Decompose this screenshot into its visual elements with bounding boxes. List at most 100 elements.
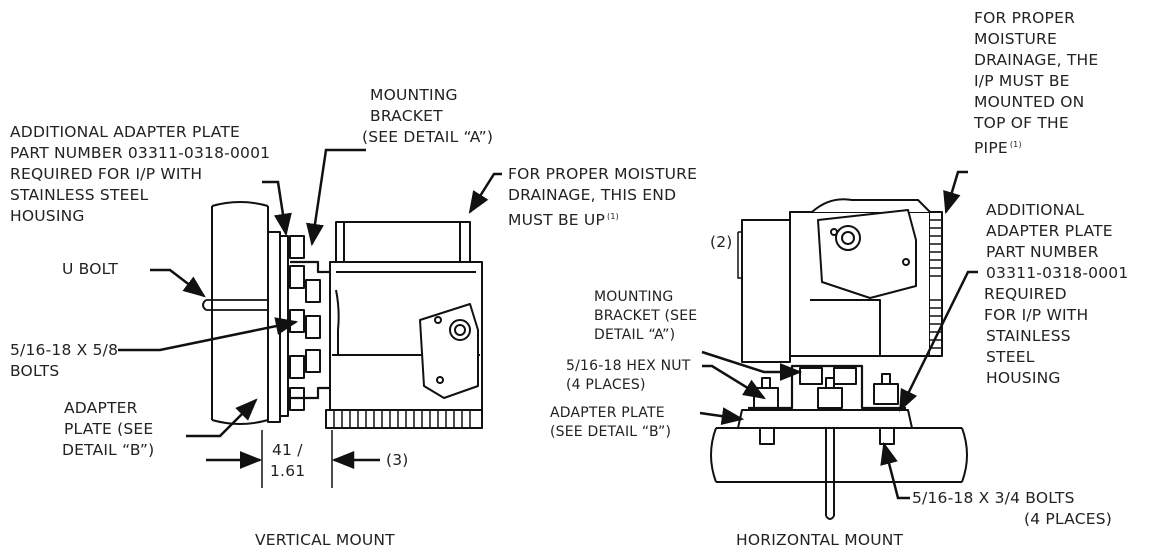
u-bolt-label: U BOLT xyxy=(62,259,118,280)
horizontal-bolts-label: 5/16-18 X 3/4 BOLTS (4 PLACES) xyxy=(912,488,1112,530)
horizontal-fins xyxy=(930,219,942,349)
leader-u-bolt xyxy=(150,268,206,298)
text-line: (2) xyxy=(710,233,733,251)
footnote-ref: (1) xyxy=(607,212,619,221)
vertical-mount-drawing xyxy=(202,201,483,488)
horizontal-mount-drawing xyxy=(710,198,968,520)
text-line: STAINLESS xyxy=(986,327,1071,345)
text-line: 41 / xyxy=(272,441,303,459)
leader-h-additional-adapter xyxy=(898,270,978,413)
vertical-ip-housing xyxy=(325,221,483,429)
vertical-fins xyxy=(333,410,471,428)
text-line: HOUSING xyxy=(10,207,85,225)
text-line: FOR I/P WITH xyxy=(984,306,1089,324)
horizontal-drainage-label: FOR PROPER MOISTURE DRAINAGE, THE I/P MU… xyxy=(974,8,1098,159)
horizontal-mount-caption: HORIZONTAL MOUNT xyxy=(736,530,903,551)
leader-h-adapter-plate xyxy=(699,407,745,426)
text-line: BRACKET xyxy=(370,107,443,125)
text-line: 5/16-18 X 3/4 BOLTS xyxy=(912,489,1075,507)
text-line: (4 PLACES) xyxy=(1023,510,1112,528)
text-line: DETAIL “A”) xyxy=(594,327,676,343)
text-line: MOUNTING xyxy=(594,289,674,305)
horizontal-mounting-bracket-label: MOUNTING BRACKET (SEE DETAIL “A”) xyxy=(594,288,697,345)
horizontal-mounting-bracket xyxy=(748,364,906,410)
text-line: (SEE DETAIL “A”) xyxy=(362,128,494,146)
mounting-bracket-label: MOUNTING BRACKET (SEE DETAIL “A”) xyxy=(362,85,493,148)
text-line: MUST BE UP xyxy=(508,211,605,229)
text-line: HORIZONTAL MOUNT xyxy=(736,531,904,549)
text-line: BOLTS xyxy=(10,362,60,380)
text-line: PART NUMBER xyxy=(986,243,1099,261)
text-line: PIPE(1) xyxy=(974,134,1098,159)
leader-adapter-plate xyxy=(186,398,258,438)
dimension-label: 41 / 1.61 xyxy=(270,440,306,482)
leader-additional-adapter xyxy=(262,180,292,237)
leader-h-hex-nut xyxy=(702,364,766,400)
text-line: TOP OF THE xyxy=(974,114,1069,132)
vertical-drainage-label: FOR PROPER MOISTURE DRAINAGE, THIS END M… xyxy=(508,164,697,231)
vertical-mounting-bracket xyxy=(290,260,332,400)
text-line: HOUSING xyxy=(986,369,1061,387)
horizontal-additional-adapter-label: ADDITIONAL ADAPTER PLATE PART NUMBER 033… xyxy=(984,200,1129,389)
text-line: I/P MUST BE xyxy=(974,72,1070,90)
text-line: (SEE DETAIL “B”) xyxy=(550,424,672,440)
bracket-2 xyxy=(737,231,742,279)
vertical-leaders xyxy=(118,148,502,469)
text-line: STEEL xyxy=(986,348,1035,366)
text-line: PART NUMBER 03311-0318-0001 xyxy=(10,144,271,162)
text-line: BRACKET (SEE xyxy=(594,308,698,324)
horizontal-leaders xyxy=(699,170,978,500)
horizontal-ip-housing xyxy=(741,198,943,363)
text-line: VERTICAL MOUNT xyxy=(255,531,395,549)
leader-bolts xyxy=(118,317,299,352)
text-line: (3) xyxy=(386,451,409,469)
horizontal-nuts xyxy=(753,373,899,445)
text-line: STAINLESS STEEL xyxy=(10,186,149,204)
horizontal-pipe xyxy=(716,427,962,483)
text-line: 5/16-18 HEX NUT xyxy=(566,358,691,374)
footnote-ref: (1) xyxy=(1009,140,1022,149)
text-line: 5/16-18 X 5/8 xyxy=(10,341,119,359)
horizontal-adapter-plate xyxy=(737,409,913,429)
text-line: DETAIL “B”) xyxy=(62,441,155,459)
text-line: FOR PROPER xyxy=(974,9,1076,27)
text-line: PLATE (SEE xyxy=(64,420,154,438)
vertical-adapter-plate-label: ADAPTER PLATE (SEE DETAIL “B”) xyxy=(62,398,155,461)
leader-drainage xyxy=(468,172,502,214)
text-line: ADDITIONAL xyxy=(986,201,1085,219)
text-line: (4 PLACES) xyxy=(566,377,646,393)
note-2-label: (2) xyxy=(710,232,733,253)
vertical-bolts-label: 5/16-18 X 5/8 BOLTS xyxy=(10,340,118,382)
leader-h-drainage xyxy=(943,170,968,215)
leader-h-mounting-bracket xyxy=(701,350,803,381)
text-line: ADAPTER PLATE xyxy=(986,222,1113,240)
text-line: MOUNTING xyxy=(370,86,458,104)
text-line: U BOLT xyxy=(62,260,119,278)
leader-h-bolts xyxy=(880,441,910,500)
text-line: 03311-0318-0001 xyxy=(986,264,1129,282)
text-line: ADDITIONAL ADAPTER PLATE xyxy=(10,123,241,141)
vertical-mount-caption: VERTICAL MOUNT xyxy=(255,530,395,551)
text-line: DRAINAGE, THE xyxy=(974,51,1099,69)
u-bolt xyxy=(206,299,272,311)
text-line: MOISTURE xyxy=(974,30,1057,48)
text-line: MUST BE UP(1) xyxy=(508,206,697,231)
leader-mounting-bracket xyxy=(306,148,366,247)
text-line: ADAPTER PLATE xyxy=(550,405,665,421)
text-line: ADAPTER xyxy=(64,399,138,417)
dimension-note-label: (3) xyxy=(386,450,409,471)
hex-nut-label: 5/16-18 HEX NUT (4 PLACES) xyxy=(566,357,690,395)
text-line: 1.61 xyxy=(270,462,306,480)
vertical-pipe xyxy=(211,206,269,420)
text-line: PIPE xyxy=(974,139,1008,157)
additional-adapter-plate-label: ADDITIONAL ADAPTER PLATE PART NUMBER 033… xyxy=(10,122,270,227)
text-line: REQUIRED FOR I/P WITH xyxy=(10,165,203,183)
horizontal-adapter-plate-label: ADAPTER PLATE (SEE DETAIL “B”) xyxy=(550,404,671,442)
text-line: DRAINAGE, THIS END xyxy=(508,186,677,204)
text-line: REQUIRED xyxy=(984,285,1067,303)
vertical-bolts xyxy=(289,235,321,411)
text-line: FOR PROPER MOISTURE xyxy=(508,165,698,183)
text-line: MOUNTED ON xyxy=(974,93,1085,111)
